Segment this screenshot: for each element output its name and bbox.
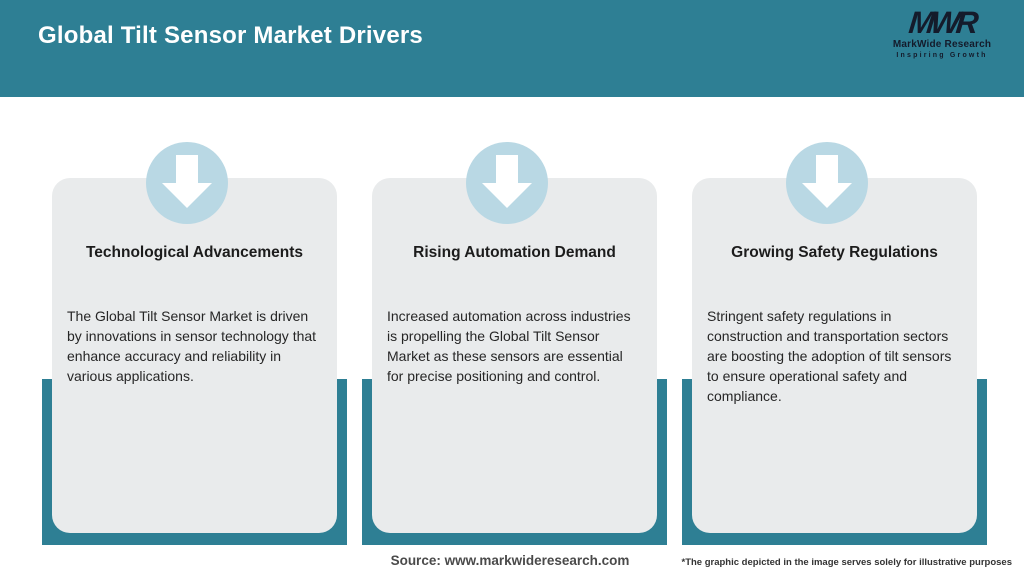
logo-tagline: Inspiring Growth xyxy=(896,52,988,59)
card-title: Growing Safety Regulations xyxy=(731,244,938,261)
logo-name: MarkWide Research xyxy=(892,39,992,50)
card-title: Technological Advancements xyxy=(85,244,304,261)
header-band: Global Tilt Sensor Market Drivers MWR Ma… xyxy=(0,0,1024,97)
card: Technological Advancements The Global Ti… xyxy=(52,178,337,533)
driver-card-technological-advancements: Technological Advancements The Global Ti… xyxy=(42,142,347,545)
card-body: Stringent safety regulations in construc… xyxy=(707,308,952,404)
card-body: The Global Tilt Sensor Market is driven … xyxy=(67,308,317,384)
card: Growing Safety Regulations Stringent saf… xyxy=(692,178,977,533)
driver-card-rising-automation-demand: Rising Automation Demand Increased autom… xyxy=(362,142,667,545)
card-body: Increased automation across industries i… xyxy=(387,308,631,384)
markwide-research-logo: MWR MarkWide Research Inspiring Growth xyxy=(882,5,1002,59)
card-title: Rising Automation Demand xyxy=(413,244,616,261)
driver-card-growing-safety-regulations: Growing Safety Regulations Stringent saf… xyxy=(682,142,987,545)
source-text: Source: www.markwideresearch.com xyxy=(390,553,630,568)
logo-monogram: MWR xyxy=(907,5,977,40)
card: Rising Automation Demand Increased autom… xyxy=(372,178,657,533)
disclaimer-text: *The graphic depicted in the image serve… xyxy=(681,557,1013,568)
down-arrow-icon xyxy=(466,142,548,224)
down-arrow-icon xyxy=(786,142,868,224)
page-title: Global Tilt Sensor Market Drivers xyxy=(38,22,423,49)
down-arrow-icon xyxy=(146,142,228,224)
